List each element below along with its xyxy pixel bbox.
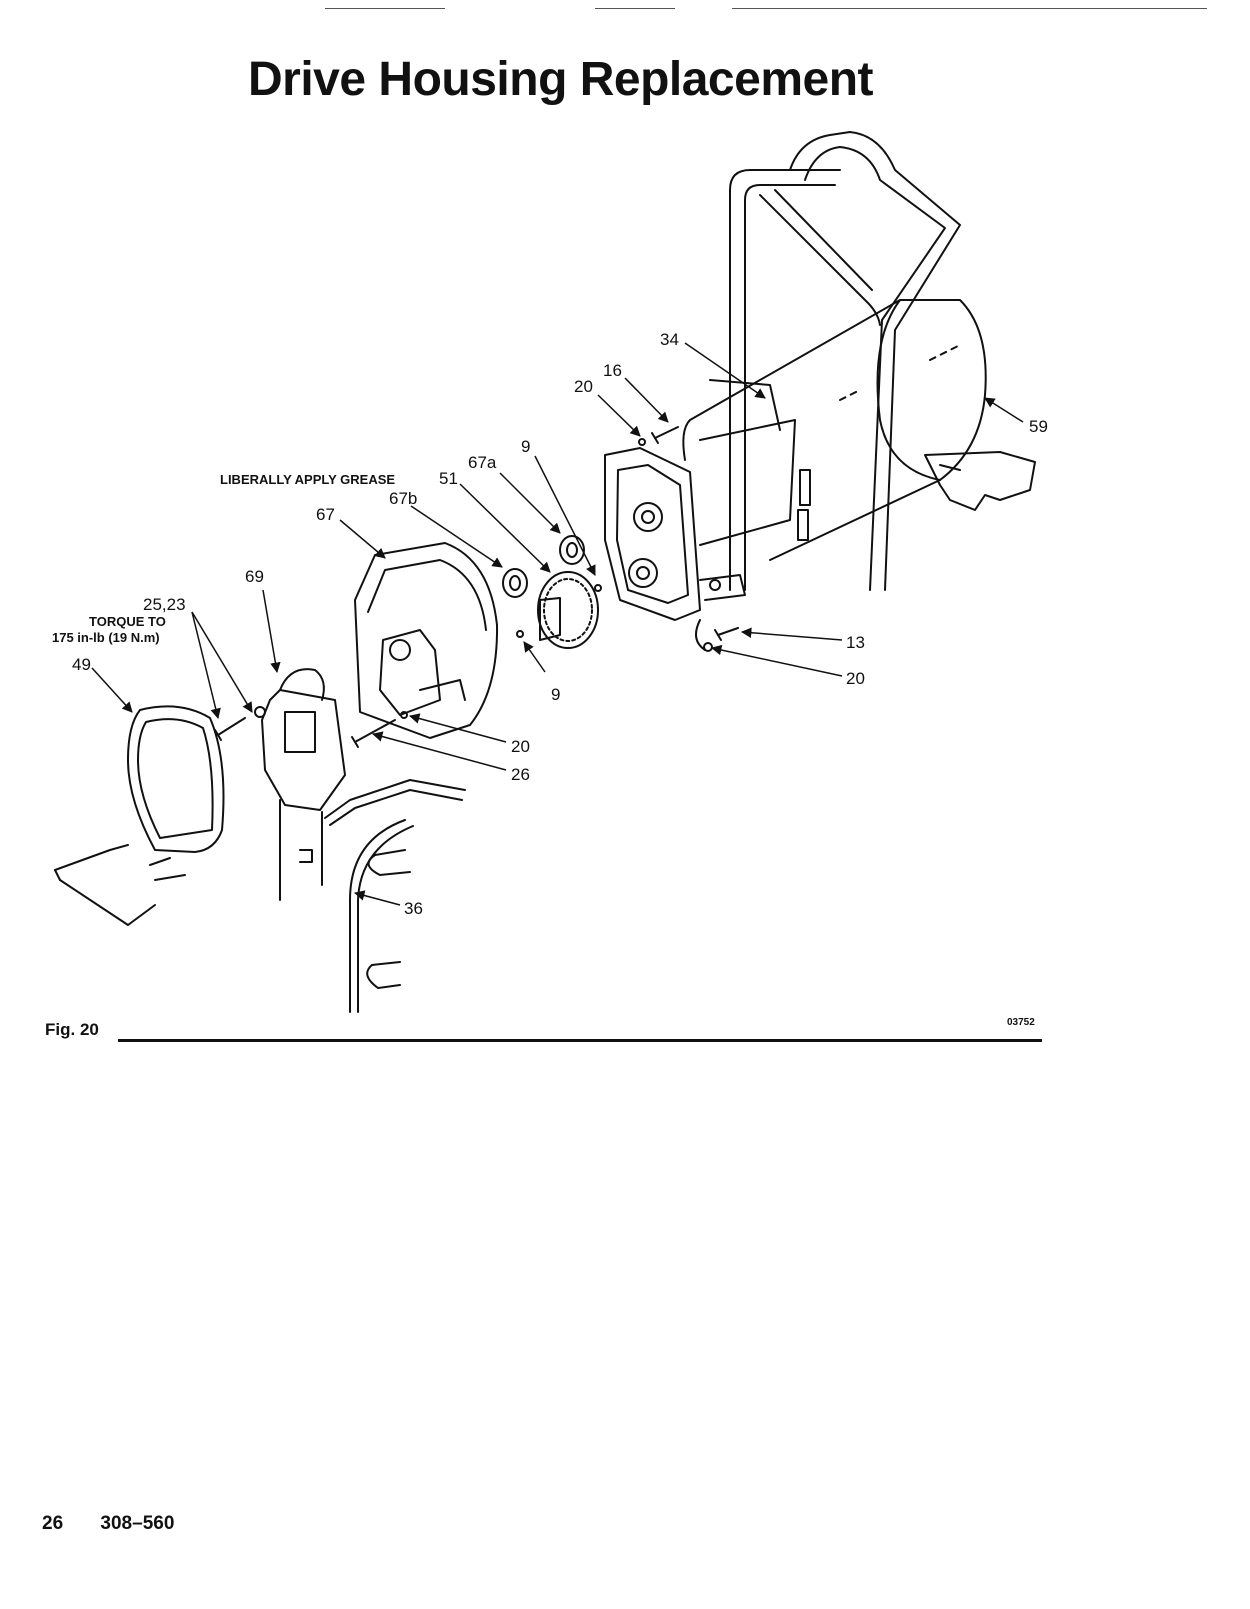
leader-25-23-b <box>192 612 252 712</box>
drive-housing-67 <box>355 543 497 738</box>
leader-26 <box>373 734 506 770</box>
callout-34: 34 <box>660 330 679 349</box>
page-footer: 26 308–560 <box>42 1513 174 1535</box>
callout-20: 20 <box>574 377 593 396</box>
gear-51 <box>538 572 598 648</box>
drawing-number: 03752 <box>1007 1017 1035 1028</box>
callout-67: 67 <box>316 505 335 524</box>
cart-handle-frame <box>730 132 960 590</box>
screw <box>715 628 738 640</box>
pump-assembly-69 <box>262 669 345 900</box>
screw <box>652 427 678 443</box>
hose <box>325 780 465 1012</box>
washer-67a <box>560 536 584 564</box>
leader-59 <box>985 398 1023 422</box>
cover-49 <box>128 706 224 852</box>
leader-67b <box>411 506 502 567</box>
callout-16: 16 <box>603 361 622 380</box>
leader-20-top <box>598 395 640 436</box>
washer-67b <box>503 569 527 597</box>
mounting-bracket <box>925 452 1035 510</box>
document-number: 308–560 <box>100 1513 174 1535</box>
callout-9: 9 <box>551 685 560 704</box>
leader-51 <box>460 484 550 572</box>
callout-36: 36 <box>404 899 423 918</box>
leader-69 <box>263 590 277 672</box>
ball <box>595 585 601 591</box>
leader-25-23-a <box>192 612 218 718</box>
torque-note-line2: 175 in-lb (19 N.m) <box>52 630 160 645</box>
callout-49: 49 <box>72 655 91 674</box>
washer <box>639 439 645 445</box>
motor-housing <box>683 300 985 560</box>
callout-67a: 67a <box>468 453 497 472</box>
grease-note: LIBERALLY APPLY GREASE <box>220 472 395 487</box>
figure-rule <box>118 1039 1042 1042</box>
washer <box>401 712 407 718</box>
leader-16 <box>625 378 668 422</box>
callout-25-23: 25,23 <box>143 595 186 614</box>
leader-20-low <box>410 716 506 742</box>
callout-13: 13 <box>846 633 865 652</box>
hose-clip <box>367 962 400 988</box>
handle-bar <box>55 845 185 925</box>
leader-49 <box>92 668 132 712</box>
leader-20-right <box>712 648 842 676</box>
washer <box>255 707 265 717</box>
callout-20: 20 <box>511 737 530 756</box>
callout-51: 51 <box>439 469 458 488</box>
callout-20: 20 <box>846 669 865 688</box>
ball <box>517 631 523 637</box>
leader-36 <box>355 893 400 905</box>
leader-9-top <box>535 456 595 575</box>
screw <box>215 718 245 740</box>
leader-34 <box>685 343 765 398</box>
figure-label: Fig. 20 <box>45 1020 99 1040</box>
drive-frame <box>605 448 745 620</box>
leader-13 <box>742 632 842 640</box>
leader-9-mid <box>524 642 545 672</box>
leader-67a <box>500 473 560 533</box>
torque-note-line1: TORQUE TO <box>89 614 166 629</box>
page-number: 26 <box>42 1513 63 1535</box>
leader-67 <box>340 520 385 558</box>
callout-26: 26 <box>511 765 530 784</box>
callout-67b: 67b <box>389 489 417 508</box>
callout-69: 69 <box>245 567 264 586</box>
callout-59: 59 <box>1029 417 1048 436</box>
callout-9: 9 <box>521 437 530 456</box>
